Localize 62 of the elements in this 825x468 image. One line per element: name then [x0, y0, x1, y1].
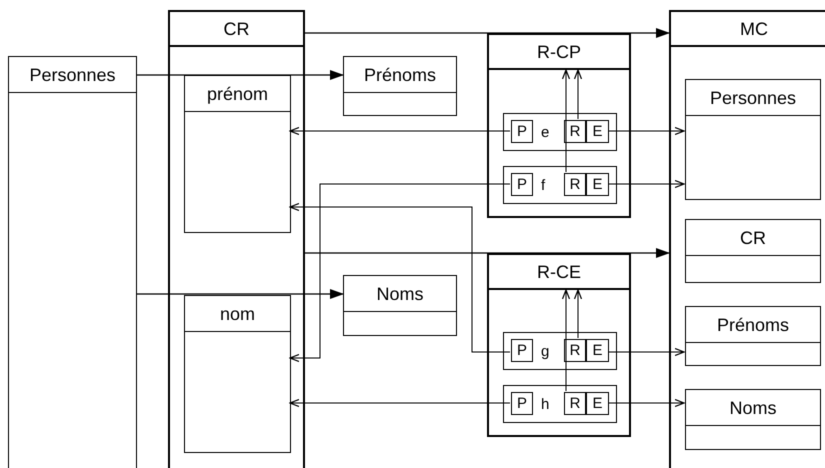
key-cell: E	[586, 173, 609, 196]
key-cell: P	[511, 173, 533, 196]
table-box	[685, 79, 821, 200]
table-box	[487, 253, 631, 437]
key-cell: E	[586, 120, 609, 143]
arrow	[574, 69, 582, 120]
table-title: nom	[220, 304, 255, 322]
relation-letter: h	[541, 397, 550, 412]
relation-letter: e	[541, 125, 550, 140]
arrow	[608, 126, 685, 136]
relation-row	[503, 166, 617, 204]
table-box	[8, 56, 137, 468]
key-cell: E	[586, 392, 609, 415]
arrow	[289, 202, 510, 352]
key-cell: R	[564, 120, 586, 143]
table-title: Prénoms	[716, 316, 790, 334]
key-cell: P	[511, 392, 533, 415]
arrow	[562, 69, 570, 172]
table-title: Prénoms	[364, 66, 436, 84]
table-title: R-CE	[537, 262, 581, 280]
table-box	[487, 33, 631, 218]
table-box	[669, 10, 825, 468]
table-box	[168, 10, 305, 468]
relation-row	[503, 113, 617, 151]
relation-letter: f	[541, 178, 546, 193]
arrow	[608, 348, 685, 356]
arrow	[289, 398, 510, 408]
arrow	[305, 28, 670, 38]
key-cell: P	[511, 339, 533, 362]
key-cell: E	[586, 339, 609, 362]
table-title: Noms	[376, 284, 424, 302]
arrow	[137, 70, 344, 80]
arrow	[289, 126, 510, 136]
table-box	[184, 295, 291, 453]
table-title: R-CP	[537, 42, 581, 60]
table-box	[685, 306, 821, 366]
table-title: Personnes	[710, 88, 796, 106]
arrow	[137, 289, 344, 299]
table-title: MC	[740, 20, 768, 38]
table-title: Noms	[729, 398, 776, 416]
arrow	[562, 289, 570, 392]
arrow	[608, 180, 685, 188]
table-title: Personnes	[29, 66, 116, 84]
key-cell: R	[564, 392, 586, 415]
table-box	[685, 219, 821, 283]
table-box	[343, 275, 457, 336]
arrow	[289, 184, 510, 362]
key-cell: R	[564, 339, 586, 362]
arrow	[305, 248, 670, 258]
relation-row	[503, 332, 617, 370]
table-box	[685, 389, 821, 450]
table-title: CR	[224, 20, 250, 38]
key-cell: P	[511, 120, 533, 143]
relation-row	[503, 385, 617, 423]
table-title: CR	[740, 228, 766, 246]
relation-letter: g	[541, 344, 550, 359]
arrow	[608, 398, 685, 408]
table-box	[343, 56, 457, 116]
table-title: prénom	[206, 84, 268, 102]
key-cell: R	[564, 173, 586, 196]
table-box	[184, 75, 291, 233]
arrow	[574, 289, 582, 338]
